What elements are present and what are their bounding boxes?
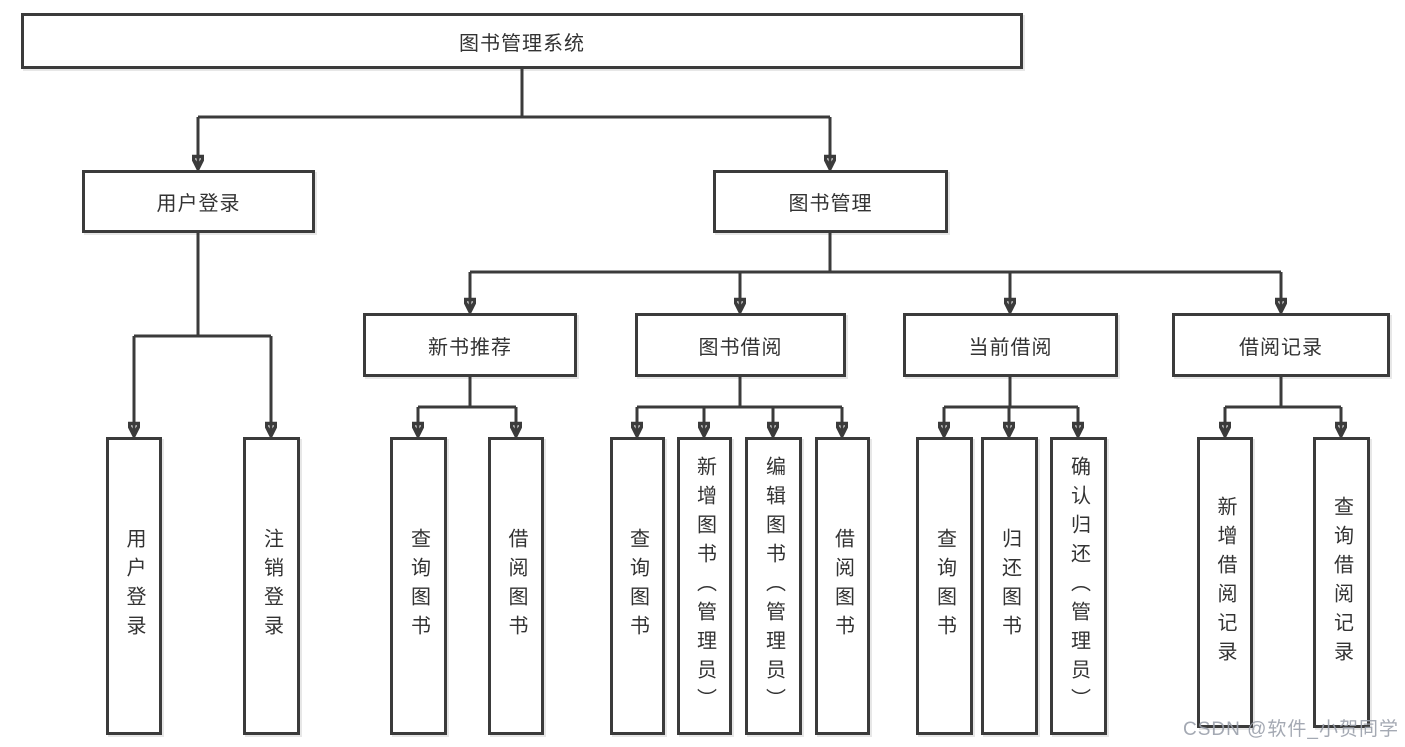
leaf-add-borrow-record: 新增借阅记录 — [1197, 437, 1253, 728]
leaf-return-book-label: 归还图书 — [998, 528, 1021, 644]
leaf-query-book-under-borrow: 查询图书 — [610, 437, 665, 735]
csdn-watermark: CSDN @软件_小贺同学 — [1183, 719, 1399, 740]
leaf-borrow-book-under-borrow: 借阅图书 — [815, 437, 870, 735]
node-book-borrow: 图书借阅 — [635, 313, 846, 377]
node-current-borrow-label: 当前借阅 — [968, 336, 1053, 359]
leaf-query-borrow-record-label: 查询借阅记录 — [1330, 495, 1353, 670]
leaf-confirm-return-admin: 确认归还（管理员） — [1050, 437, 1107, 735]
leaf-logout-login: 注销登录 — [243, 437, 300, 735]
node-new-book-recommend-label: 新书推荐 — [428, 336, 512, 359]
leaf-borrow-book-under-recommend-label: 借阅图书 — [505, 528, 527, 644]
leaf-edit-book-admin-label: 编辑图书（管理员） — [762, 455, 785, 717]
leaf-edit-book-admin: 编辑图书（管理员） — [745, 437, 802, 735]
leaf-logout-login-label: 注销登录 — [260, 528, 283, 644]
node-new-book-recommend: 新书推荐 — [363, 313, 577, 377]
leaf-query-borrow-record: 查询借阅记录 — [1313, 437, 1370, 728]
leaf-confirm-return-admin-label: 确认归还（管理员） — [1067, 455, 1090, 717]
node-root: 图书管理系统 — [21, 13, 1023, 69]
leaf-return-book: 归还图书 — [981, 437, 1038, 735]
leaf-query-book-under-recommend-label: 查询图书 — [407, 528, 430, 644]
node-book-borrow-label: 图书借阅 — [698, 336, 783, 359]
node-borrow-record-label: 借阅记录 — [1239, 336, 1323, 359]
leaf-borrow-book-under-recommend: 借阅图书 — [488, 437, 544, 735]
leaf-user-login: 用户登录 — [106, 437, 162, 735]
leaf-query-book-under-current: 查询图书 — [916, 437, 973, 735]
node-root-label: 图书管理系统 — [459, 32, 585, 55]
node-user-login-label: 用户登录 — [156, 193, 241, 215]
leaf-add-book-admin: 新增图书（管理员） — [677, 437, 732, 735]
leaf-borrow-book-under-borrow-label: 借阅图书 — [831, 528, 854, 644]
node-borrow-record: 借阅记录 — [1172, 313, 1390, 377]
leaf-user-login-label: 用户登录 — [123, 528, 145, 644]
node-user-login: 用户登录 — [82, 170, 315, 233]
node-current-borrow: 当前借阅 — [903, 313, 1118, 377]
leaf-query-book-under-current-label: 查询图书 — [933, 528, 956, 644]
leaf-add-book-admin-label: 新增图书（管理员） — [693, 455, 716, 717]
leaf-query-book-under-recommend: 查询图书 — [390, 437, 447, 735]
leaf-add-borrow-record-label: 新增借阅记录 — [1214, 495, 1236, 670]
node-book-mgmt-label: 图书管理 — [788, 193, 873, 215]
node-book-mgmt: 图书管理 — [713, 170, 948, 233]
leaf-query-book-under-borrow-label: 查询图书 — [626, 528, 649, 644]
